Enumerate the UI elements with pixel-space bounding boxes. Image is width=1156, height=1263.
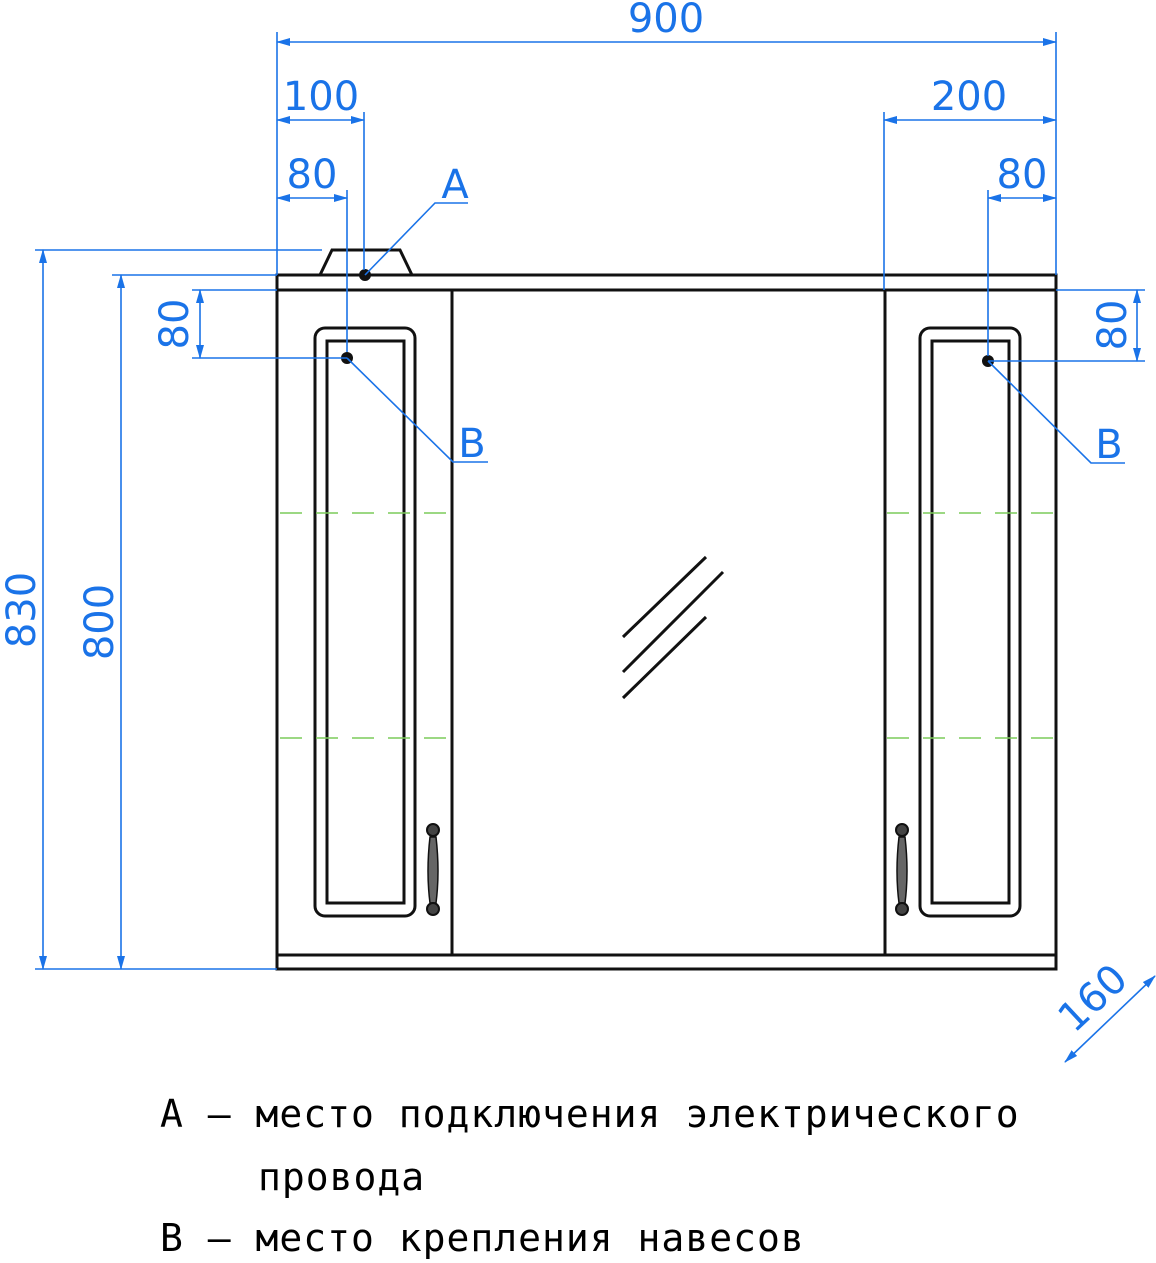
- right-door-panel: [918, 326, 1022, 918]
- left-handle: [426, 823, 440, 916]
- dimension-lines: [35, 32, 1156, 1063]
- lamp: [318, 248, 414, 276]
- shelf-lines: [280, 512, 1054, 739]
- legend-line-a: A – место подключения электрического: [160, 1092, 1020, 1136]
- mirror-glare-icon: [621, 555, 725, 700]
- legend-line-a-cont: провода: [258, 1155, 426, 1199]
- left-door-panel: [313, 326, 417, 918]
- dim-200: 200: [931, 74, 1007, 120]
- dim-80-left: 80: [287, 152, 338, 198]
- dim-80-vertical-left: 80: [152, 299, 198, 350]
- cabinet-outline: [275, 248, 1058, 971]
- dim-830: 830: [0, 572, 45, 648]
- dim-80-right: 80: [997, 152, 1048, 198]
- dim-800: 800: [77, 584, 123, 660]
- legend-line-b: B – место крепления навесов: [160, 1216, 805, 1260]
- dim-100: 100: [283, 74, 359, 120]
- right-handle: [895, 823, 909, 916]
- marker-b-left: B: [458, 421, 485, 467]
- dim-900: 900: [628, 0, 704, 42]
- marker-a: A: [441, 162, 469, 208]
- dim-80-vertical-right: 80: [1090, 300, 1136, 351]
- marker-b-right: B: [1095, 422, 1122, 468]
- dim-160: 160: [1050, 956, 1137, 1042]
